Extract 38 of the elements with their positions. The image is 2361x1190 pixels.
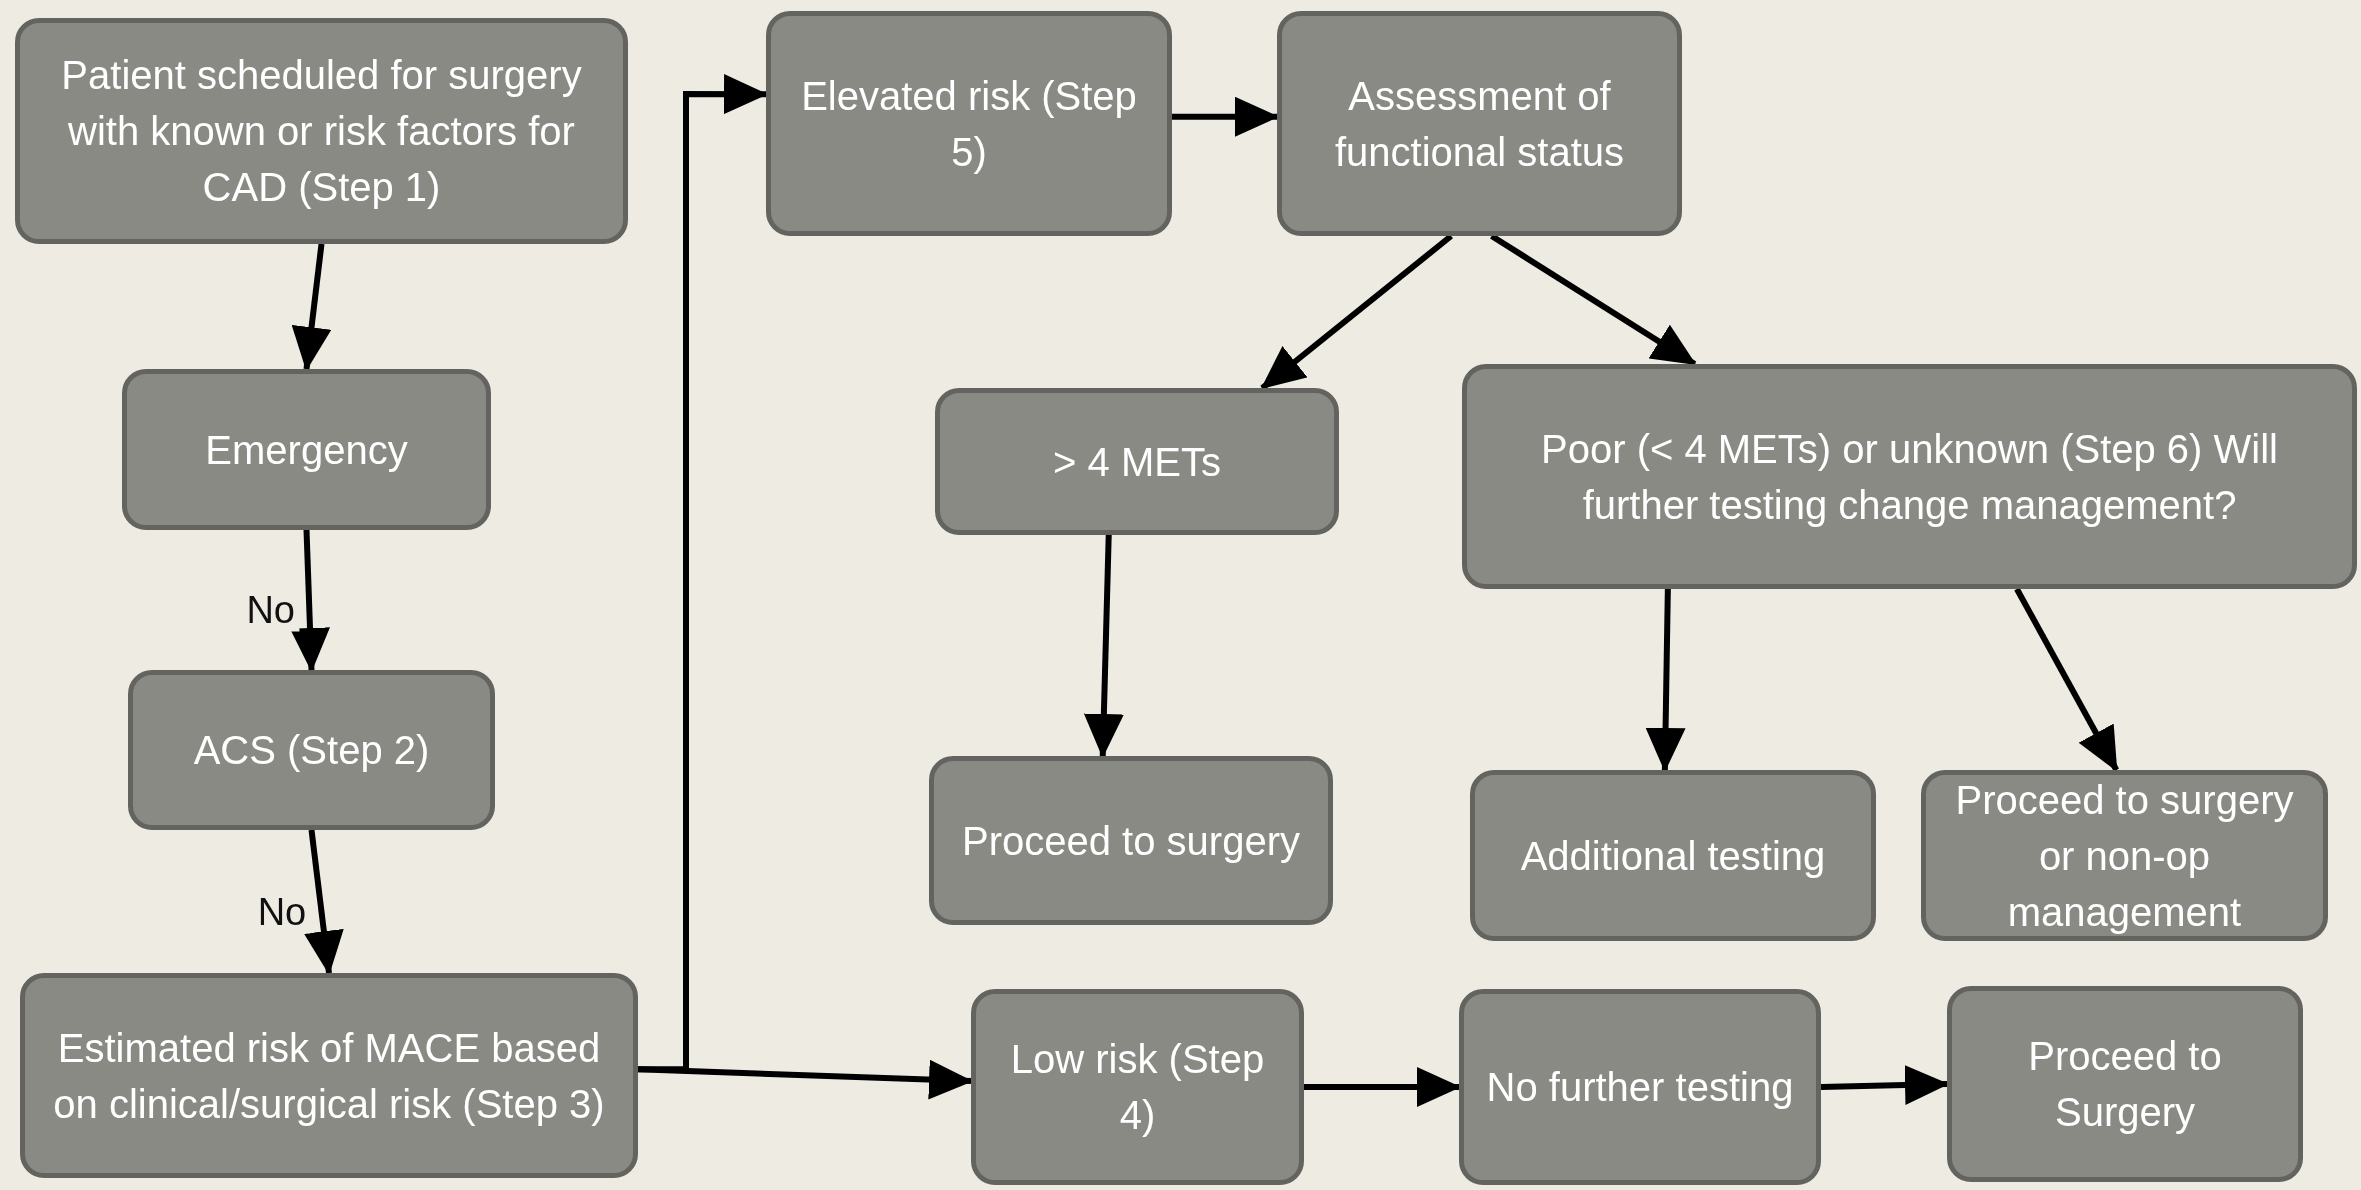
process-box <box>1462 364 2357 589</box>
box-text: Proceed to surgery <box>962 817 1300 865</box>
process-box <box>766 11 1172 236</box>
arrow <box>1304 1067 1461 1107</box>
box-text: Assessment of functional status <box>1333 72 1626 176</box>
box-text: Poor (< 4 METs) or unknown (Step 6) Will further testing change management? <box>1540 425 2279 529</box>
box-text: Estimated risk of MACE based on clinical/surgical risk (Step 3) <box>52 1024 606 1128</box>
process-box <box>1459 989 1821 1185</box>
box-text: Additional testing <box>1520 832 1826 880</box>
arrow <box>2014 587 2119 772</box>
process-box <box>935 388 1339 535</box>
arrow <box>1820 1065 1949 1105</box>
box-text: Proceed to surgery or non-op management <box>1954 776 2295 936</box>
process-box <box>15 18 628 244</box>
box-text: Elevated risk (Step 5) <box>800 72 1138 176</box>
box-text: Proceed to Surgery <box>2027 1033 2223 1136</box>
arrow <box>1083 534 1124 758</box>
arrow <box>304 829 344 975</box>
arrow <box>1645 588 1686 772</box>
arrow <box>637 1059 973 1100</box>
box-text: No further testing <box>1486 1064 1794 1111</box>
box-text: Patient scheduled for surgery with known or risk factors for CAD (Step 1) <box>60 52 583 211</box>
process-box <box>128 670 495 830</box>
box-text: > 4 METs <box>1053 438 1221 486</box>
arrow <box>290 529 330 672</box>
process-box <box>1947 986 2303 1182</box>
process-box <box>1470 770 1876 941</box>
arrow <box>1172 96 1279 137</box>
process-box <box>122 369 491 530</box>
box-text: ACS (Step 2) <box>193 727 430 774</box>
arrow <box>291 243 332 371</box>
process-box <box>20 973 638 1178</box>
process-box <box>1921 770 2328 941</box>
process-box <box>929 756 1333 925</box>
box-text: Low risk (Step 4) <box>1009 1036 1266 1139</box>
box-text: Emergency <box>205 426 408 474</box>
process-box <box>1277 11 1682 236</box>
process-box <box>971 989 1304 1185</box>
